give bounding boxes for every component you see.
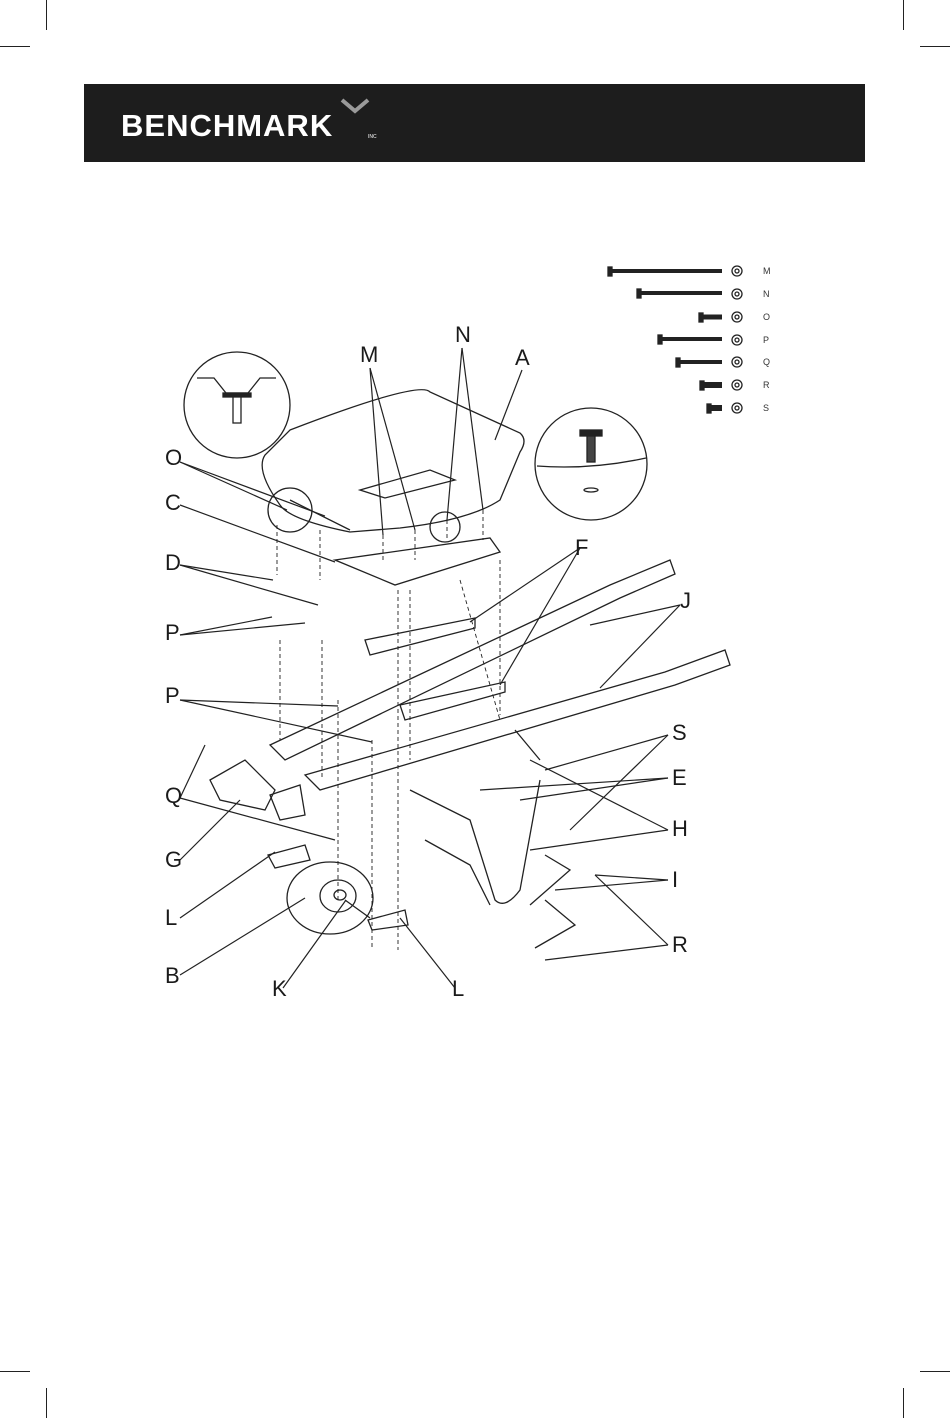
label-b: B: [165, 963, 180, 988]
label-q: Q: [165, 783, 182, 808]
bolt-q-icon: [676, 357, 742, 367]
hw-label-p: P: [763, 335, 769, 345]
hardware-labels: M N O P Q R S: [763, 266, 771, 413]
label-r: R: [672, 932, 688, 957]
label-f: F: [575, 535, 588, 560]
bolt-m-icon: [608, 266, 742, 276]
label-l-left: L: [165, 905, 177, 930]
bolt-o-icon: [699, 312, 742, 322]
label-a: A: [515, 345, 530, 370]
label-j: J: [680, 588, 691, 613]
label-s: S: [672, 720, 687, 745]
hw-label-o: O: [763, 312, 770, 322]
label-p-upper: P: [165, 620, 180, 645]
part-labels: M N A O C D P P F J S E H I R Q G L B K …: [165, 322, 691, 1001]
label-c: C: [165, 490, 181, 515]
label-h: H: [672, 816, 688, 841]
bolt-s-icon: [707, 403, 742, 413]
label-g: G: [165, 847, 182, 872]
label-m: M: [360, 342, 378, 367]
detail-circle-right: [535, 408, 647, 520]
label-e: E: [672, 765, 687, 790]
label-o: O: [165, 445, 182, 470]
detail-circle-left: [184, 352, 290, 458]
mounting-plate: [335, 538, 500, 585]
bolt-r-icon: [700, 380, 742, 390]
label-d: D: [165, 550, 181, 575]
hw-label-n: N: [763, 289, 770, 299]
hw-label-m: M: [763, 266, 771, 276]
tray-part: [262, 390, 524, 532]
hw-label-r: R: [763, 380, 770, 390]
label-k: K: [272, 976, 287, 1001]
hardware-legend: [608, 266, 742, 413]
leg-part: [410, 780, 540, 903]
bolt-n-icon: [637, 289, 742, 299]
hw-label-q: Q: [763, 357, 770, 367]
hw-label-s: S: [763, 403, 769, 413]
label-l-right: L: [452, 976, 464, 1001]
label-n: N: [455, 322, 471, 347]
bolt-p-icon: [658, 335, 742, 345]
label-p-lower: P: [165, 683, 180, 708]
label-i: I: [672, 867, 678, 892]
